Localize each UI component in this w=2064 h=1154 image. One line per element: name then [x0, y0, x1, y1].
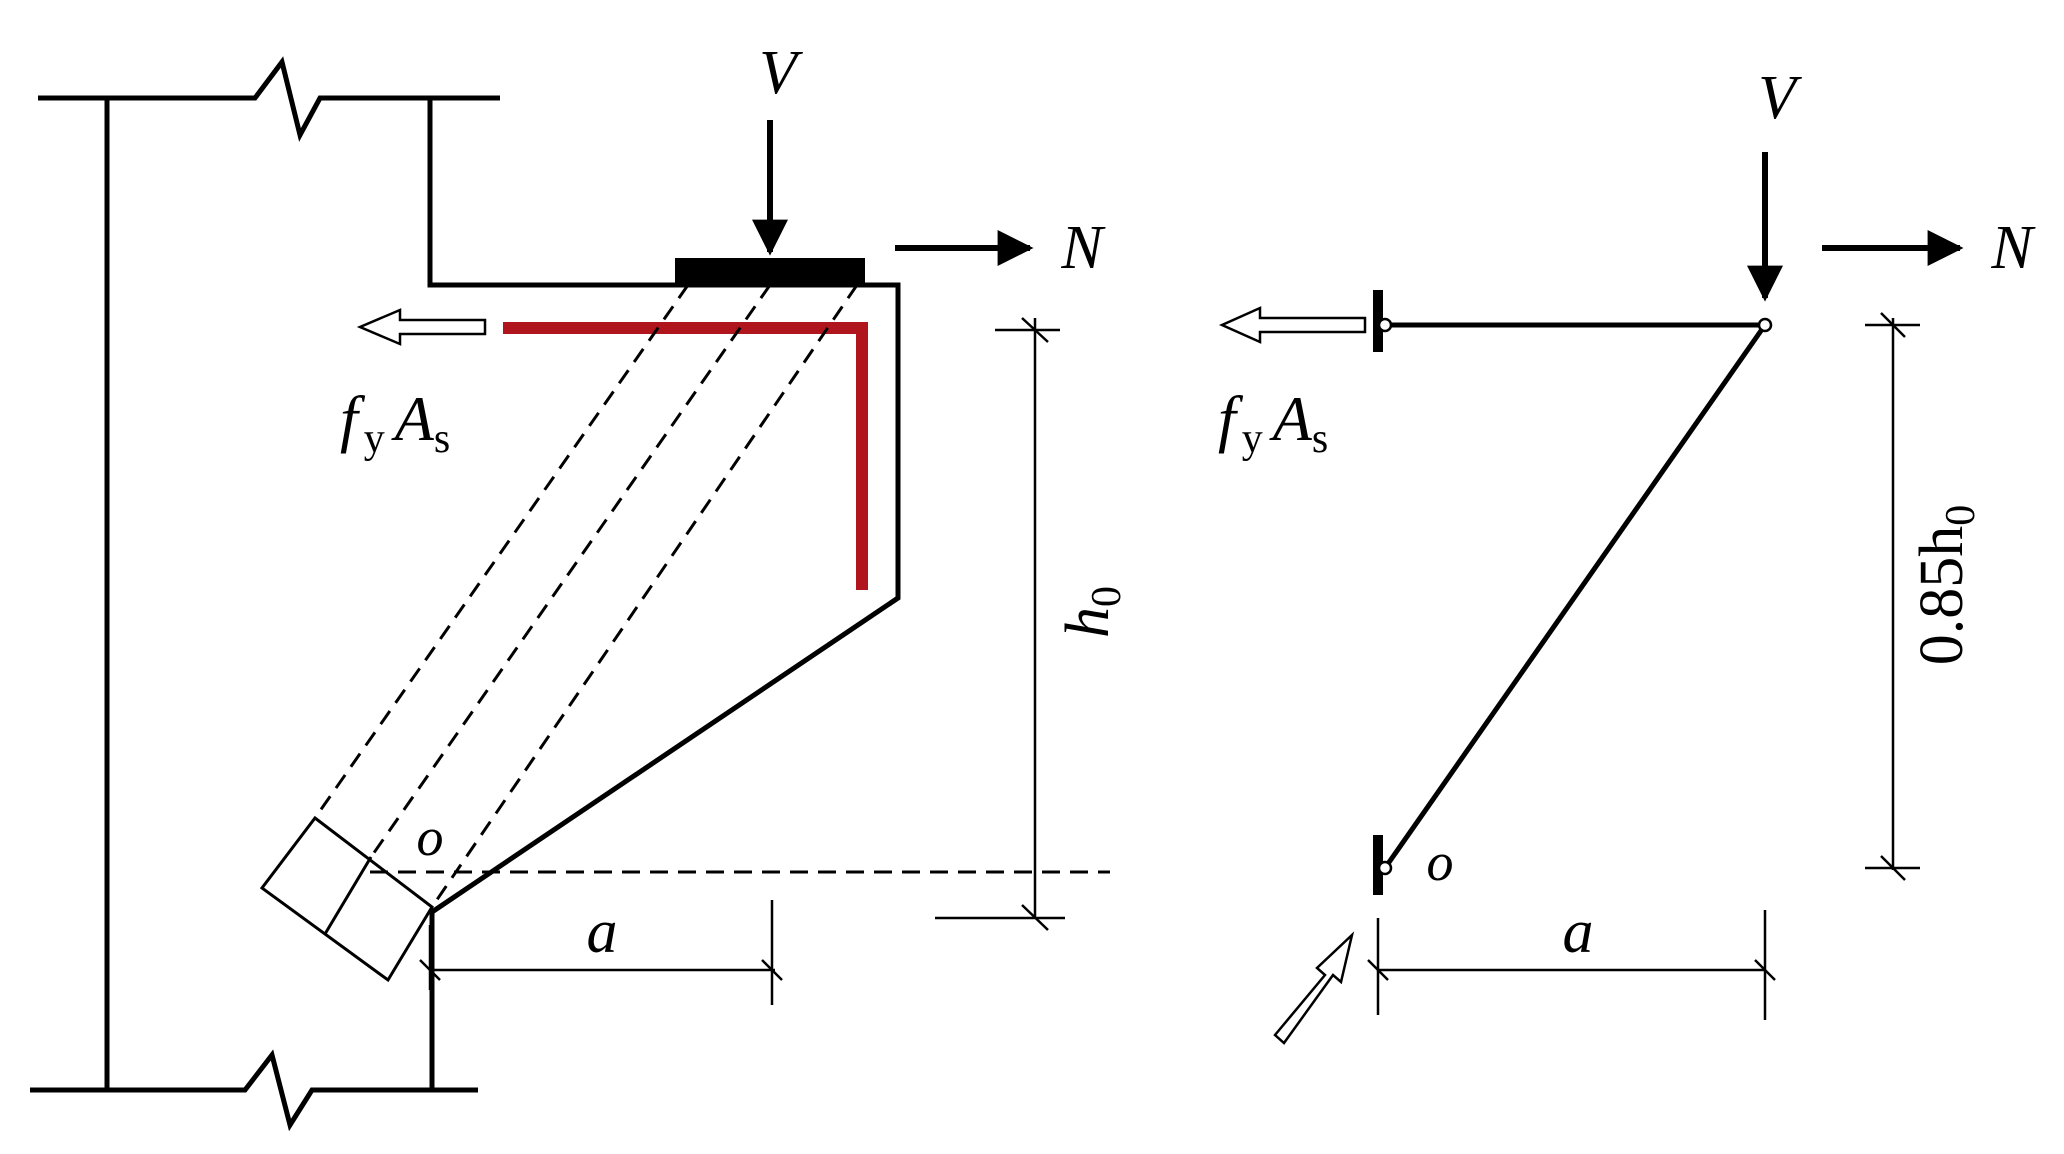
- effective-depth-dimension: [935, 317, 1065, 931]
- column-top-break-line: [38, 56, 500, 142]
- bearing-plate: [675, 258, 865, 285]
- lower-hinge: [1377, 860, 1393, 876]
- shear-span-label: a: [1563, 898, 1594, 966]
- horizontal-load-label: N: [1990, 214, 2036, 282]
- horizontal-load-label: N: [1060, 214, 1106, 282]
- node-point-label: o: [417, 807, 444, 867]
- strut-reaction-arrow: [1273, 931, 1355, 1045]
- compression-strut: [313, 284, 859, 908]
- column-bottom-break-line: [30, 1049, 478, 1132]
- strut-node-boxes: [259, 815, 434, 983]
- steel-force-arrow: [1218, 306, 1367, 344]
- shear-span-dimension: [419, 900, 783, 1005]
- upper-hinge: [1377, 317, 1393, 333]
- corbel-outline: [427, 98, 901, 1090]
- lever-arm-dimension: [1865, 312, 1920, 881]
- steel-force-arrow: [356, 308, 487, 346]
- shear-span-label: a: [587, 898, 618, 966]
- vertical-load-label: V: [759, 39, 803, 107]
- shear-span-dimension: [1367, 910, 1776, 1020]
- load-node: [1757, 317, 1773, 333]
- effective-depth-label: h0: [1054, 586, 1130, 638]
- tension-reinforcement-bar: [503, 322, 868, 590]
- lever-arm-label: 0.85h0: [1908, 505, 1984, 666]
- node-point-label: o: [1427, 832, 1454, 892]
- strut-member: [1382, 323, 1768, 870]
- vertical-load-label: V: [1758, 64, 1802, 132]
